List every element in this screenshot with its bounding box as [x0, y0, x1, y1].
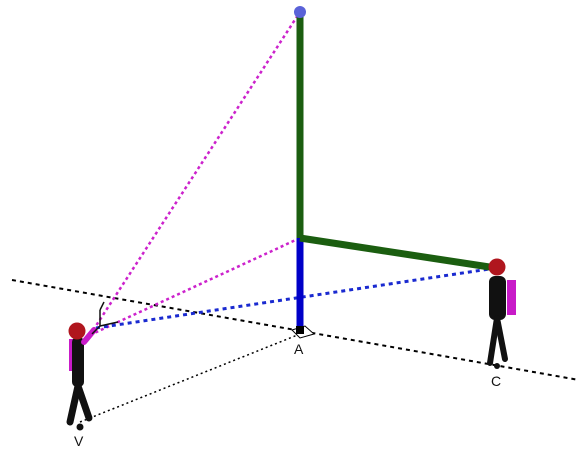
horizontal-arm	[299, 234, 497, 272]
sight-instrument-icon	[91, 301, 119, 335]
person-figure-left-icon	[66, 322, 97, 431]
square-base-icon	[291, 325, 316, 339]
ground-line-v-to-a	[79, 333, 301, 423]
pole	[291, 6, 497, 339]
sight-line-to-top	[88, 11, 302, 336]
point-label-v: V	[74, 433, 84, 449]
sight-line-to-junction	[89, 236, 301, 337]
top-point-icon	[294, 6, 306, 18]
sight-lines	[88, 11, 497, 337]
person-figure-right-icon	[487, 258, 516, 369]
sight-line-to-c	[95, 266, 497, 330]
point-label-c: C	[491, 373, 501, 389]
point-label-a: A	[294, 341, 304, 357]
